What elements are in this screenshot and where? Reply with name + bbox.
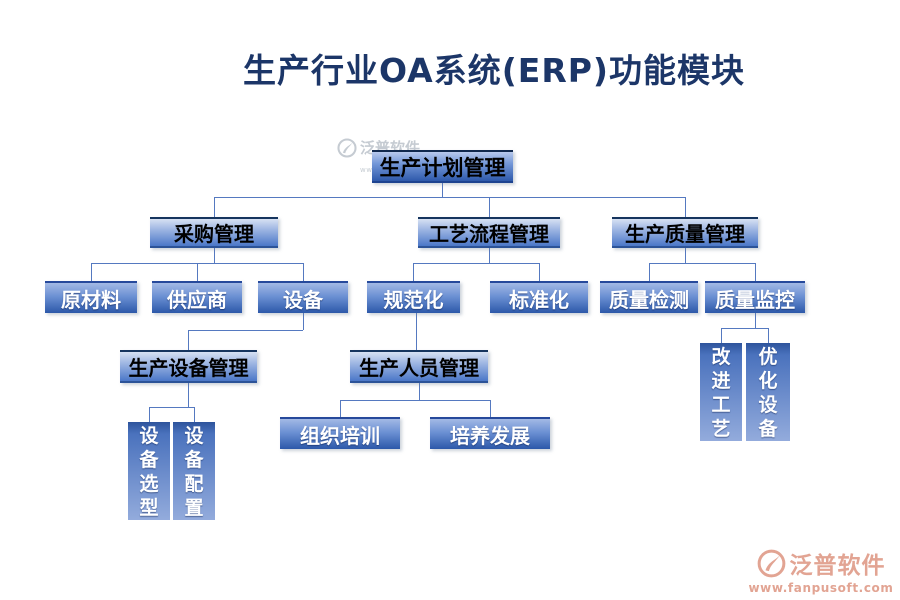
connector-line (721, 328, 722, 343)
connector-line (490, 400, 491, 417)
fanpu-logo-icon (757, 549, 785, 577)
node-procurement-management: 采购管理 (150, 217, 278, 248)
node-equipment-selection: 设备选型 (128, 422, 170, 520)
connector-line (340, 400, 490, 401)
connector-line (755, 313, 756, 328)
connector-line (768, 328, 769, 343)
node-raw-materials: 原材料 (45, 281, 137, 313)
node-standardization-guifan: 规范化 (367, 281, 460, 313)
node-production-quality-management: 生产质量管理 (612, 217, 758, 248)
node-suppliers: 供应商 (152, 281, 242, 313)
brand-url: www.fanpusoft.com (748, 581, 894, 595)
fanpu-logo-icon (337, 138, 357, 158)
brand-row: 泛普软件 (757, 546, 886, 580)
connector-line (188, 383, 189, 407)
node-quality-inspection: 质量检测 (600, 281, 698, 313)
connector-line (489, 197, 490, 217)
connector-line (214, 248, 215, 263)
connector-line (721, 328, 768, 329)
connector-line (649, 263, 650, 281)
node-equipment: 设备 (258, 281, 348, 313)
connector-line (303, 313, 304, 330)
connector-line (197, 263, 198, 281)
brand-watermark: 泛普软件 www.fanpusoft.com (748, 546, 894, 595)
node-cultivation-development: 培养发展 (430, 417, 550, 449)
connector-line (149, 407, 194, 408)
connector-line (188, 330, 303, 331)
node-standardization-biaozhun: 标准化 (490, 281, 588, 313)
connector-line (149, 407, 150, 422)
node-equipment-configuration: 设备配置 (173, 422, 215, 520)
connector-line (303, 263, 304, 281)
node-quality-monitoring: 质量监控 (705, 281, 805, 313)
connector-line (214, 197, 685, 198)
page-title: 生产行业OA系统(ERP)功能模块 (242, 51, 745, 90)
node-production-plan-management: 生产计划管理 (372, 150, 513, 183)
connector-line (685, 197, 686, 217)
connector-line (214, 197, 215, 217)
connector-line (413, 263, 414, 281)
node-process-flow-management: 工艺流程管理 (418, 217, 560, 248)
connector-line (419, 383, 420, 400)
connector-line (755, 263, 756, 281)
connector-line (188, 330, 189, 350)
brand-name: 泛普软件 (789, 553, 886, 579)
node-organize-training: 组织培训 (280, 417, 400, 449)
connector-line (340, 400, 341, 417)
node-improve-process: 改进工艺 (700, 343, 742, 441)
connector-line (91, 263, 92, 281)
node-production-equipment-management: 生产设备管理 (120, 350, 257, 383)
connector-line (649, 263, 755, 264)
node-production-personnel-management: 生产人员管理 (350, 350, 488, 383)
connector-line (413, 263, 539, 264)
node-optimize-equipment: 优化设备 (746, 343, 790, 441)
connector-line (539, 263, 540, 281)
connector-line (194, 407, 195, 422)
connector-line (416, 313, 417, 350)
connector-line (442, 183, 443, 197)
connector-line (685, 248, 686, 263)
connector-line (489, 248, 490, 263)
